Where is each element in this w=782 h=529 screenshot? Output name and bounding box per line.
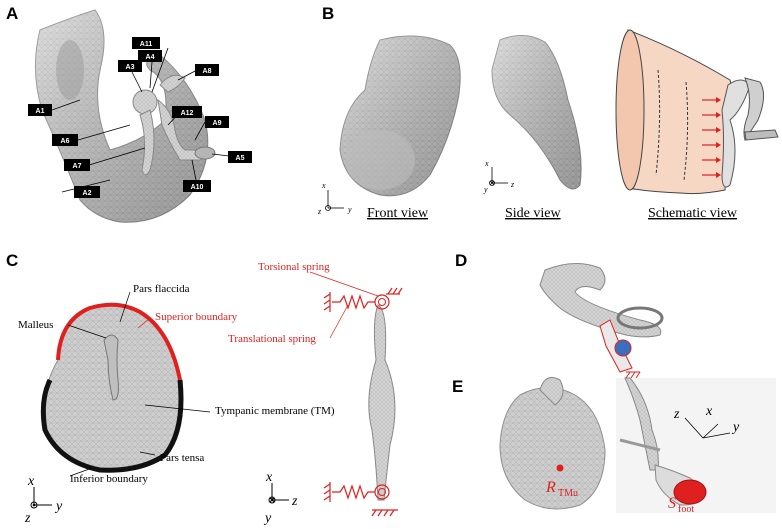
tag-a6: A6 (52, 134, 78, 146)
svg-text:A7: A7 (73, 163, 82, 170)
tag-a4: A4 (138, 50, 162, 62)
panel-c-right-axes (268, 483, 289, 504)
schematic-view-label: Schematic view (648, 206, 738, 221)
panel-label-d: D (455, 251, 467, 270)
tm-side-view (368, 294, 396, 501)
side-axis-z: z (510, 180, 515, 189)
panel-c-leaders (67, 291, 211, 477)
translational-leader (329, 304, 349, 339)
translational-springs (323, 287, 403, 517)
panel-b-side-view (491, 35, 582, 190)
tympanic-membrane-mesh (40, 302, 184, 473)
svg-text:A10: A10 (191, 184, 204, 191)
superior-boundary-label: Superior boundary (155, 311, 238, 323)
panel-label-c: C (6, 251, 18, 270)
torsional-spring-top (374, 294, 390, 310)
svg-text:A1: A1 (36, 108, 45, 115)
side-axis-y: y (483, 185, 488, 194)
c-right-axis-x: x (265, 470, 273, 485)
tag-a12: A12 (172, 106, 202, 118)
svg-text:A12: A12 (181, 110, 194, 117)
inferior-boundary-line (40, 378, 184, 473)
malleus-shape (103, 334, 119, 401)
canal-opening (56, 40, 84, 100)
front-axis-z: z (317, 207, 322, 216)
torsional-leader (309, 271, 379, 297)
umbo-point (556, 464, 564, 472)
svg-text:A8: A8 (203, 68, 212, 75)
tag-a11: A11 (132, 37, 160, 49)
inferior-boundary-label: Inferior boundary (70, 473, 148, 485)
panel-c-left-axes (30, 487, 52, 509)
c-right-axis-z: z (291, 494, 298, 509)
tag-a2: A2 (74, 186, 100, 198)
front-axis-y: y (347, 205, 352, 214)
c-left-axis-x: x (27, 474, 35, 489)
panel-e-tm-view (499, 377, 606, 510)
svg-text:A3: A3 (126, 64, 135, 71)
pars-tensa-label: Pars tensa (160, 452, 204, 464)
side-view-label: Side view (505, 206, 561, 221)
superior-leader (137, 317, 151, 329)
tympanic-membrane-label: Tympanic membrane (TM) (215, 405, 335, 417)
svg-text:A4: A4 (146, 54, 155, 61)
e-axis-z: z (673, 407, 680, 422)
c-left-axis-z: z (24, 511, 31, 526)
side-view-axes (489, 167, 508, 186)
c-right-axis-y: y (263, 511, 272, 526)
front-view-label: Front view (367, 206, 429, 221)
front-view-axes (325, 190, 344, 211)
malleus-head (132, 89, 158, 115)
svg-text:A6: A6 (61, 138, 70, 145)
tag-a1: A1 (28, 104, 52, 116)
s-foot-subscript: foot (678, 504, 694, 515)
tag-a10: A10 (183, 180, 211, 192)
panel-b-schematic (615, 29, 779, 195)
svg-text:A5: A5 (236, 155, 245, 162)
panel-label-e: E (452, 377, 463, 396)
e-axis-x: x (705, 404, 713, 419)
tag-a3: A3 (118, 60, 142, 72)
pars-flaccida-label: Pars flaccida (133, 283, 190, 295)
panel-e-stapes-view (616, 377, 776, 513)
svg-text:A9: A9 (213, 120, 222, 127)
panel-d-ossicle (539, 263, 664, 379)
panel-b-front-view (339, 35, 461, 197)
front-axis-x: x (321, 181, 326, 190)
translational-spring-label: Translational spring (228, 333, 316, 345)
superior-boundary-line (56, 302, 182, 381)
svg-text:A2: A2 (83, 190, 92, 197)
stapes-footplate-red (673, 479, 707, 505)
r-tmu-label: R (545, 479, 556, 496)
panel-label-b: B (322, 4, 334, 23)
c-left-axis-y: y (54, 499, 63, 514)
malleus-label: Malleus (18, 319, 53, 331)
torsional-spring-label: Torsional spring (258, 261, 330, 273)
panel-a-tags: A1 A2 A3 A4 A5 A6 A7 A8 A9 A10 A11 A12 (28, 37, 252, 198)
panel-e-axes (684, 417, 731, 439)
tag-a5: A5 (228, 151, 252, 163)
r-tmu-subscript: TMu (558, 488, 578, 499)
panel-label-a: A (6, 4, 18, 23)
stapes-footplate (194, 146, 216, 160)
s-foot-label: S (668, 495, 676, 512)
pressure-arrows (702, 99, 716, 176)
tag-a7: A7 (64, 159, 90, 171)
e-axis-y: y (731, 420, 740, 435)
tag-a9: A9 (205, 116, 229, 128)
panel-a-leaders (51, 47, 239, 193)
svg-text:A11: A11 (140, 41, 153, 48)
tag-a8: A8 (195, 64, 219, 76)
side-axis-x: x (484, 159, 489, 168)
malleus-handle (139, 109, 155, 176)
